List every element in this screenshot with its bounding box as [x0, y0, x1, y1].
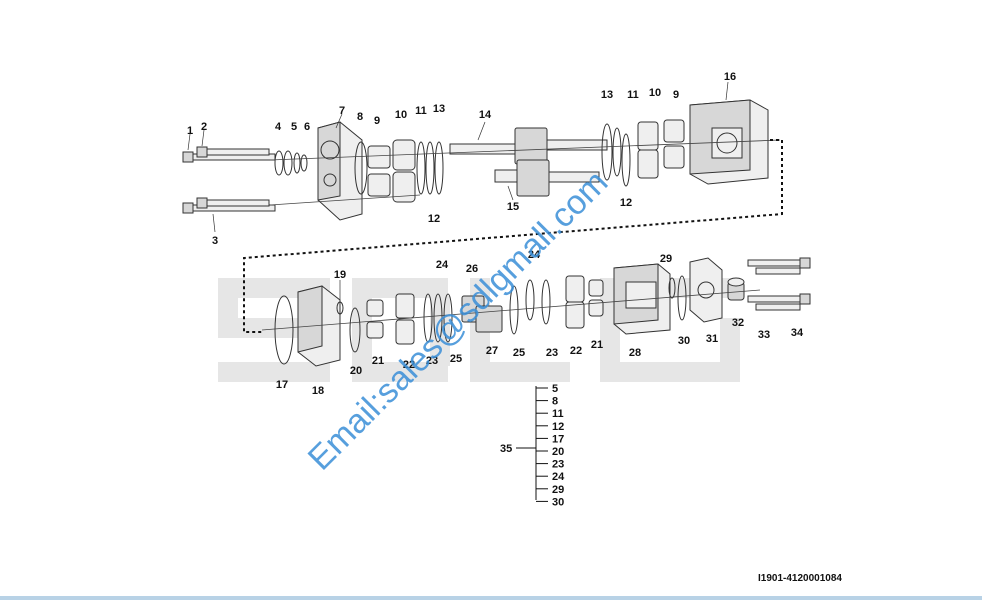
leader-lines — [187, 81, 729, 300]
part-label: 30 — [678, 335, 690, 347]
end-cover-31 — [689, 257, 723, 323]
part-label: 14 — [479, 109, 492, 121]
body-22-left — [395, 293, 415, 345]
part-label: 19 — [334, 269, 346, 281]
part-label: 22 — [570, 345, 582, 357]
part-label: 4 — [275, 121, 282, 133]
assembly-connector-line — [243, 139, 783, 333]
kit-item: 5 — [552, 383, 558, 395]
part-label: 8 — [357, 111, 363, 123]
kit-item: 29 — [552, 484, 564, 496]
part-label: 1 — [187, 125, 193, 137]
part-label: 16 — [724, 71, 736, 83]
bottom-bar — [0, 596, 982, 600]
part-label: 9 — [673, 89, 679, 101]
front-cover-7 — [317, 121, 363, 221]
part-label: 15 — [507, 201, 519, 213]
part-label: 20 — [350, 365, 362, 377]
bolt-1-2 — [182, 146, 276, 163]
kit-item: 17 — [552, 433, 564, 445]
part-label: 34 — [791, 327, 804, 339]
kit-item: 12 — [552, 421, 564, 433]
part-label: 31 — [706, 333, 718, 345]
kit-item: 20 — [552, 446, 564, 458]
kit-item: 8 — [552, 396, 558, 408]
bushing-9 — [367, 145, 391, 197]
part-label: 23 — [426, 355, 438, 367]
part-label: 2 — [201, 121, 207, 133]
ring-set-23-25-left — [423, 293, 453, 343]
kit-item: 24 — [552, 471, 565, 483]
part-label: 11 — [627, 89, 639, 101]
bolt-3 — [182, 197, 276, 214]
ring-20 — [349, 307, 361, 353]
ring-set-right — [601, 123, 631, 187]
valve-32 — [727, 277, 745, 301]
pump-housing-28 — [613, 263, 671, 335]
part-label: 29 — [660, 253, 672, 265]
part-label: 21 — [372, 355, 384, 367]
part-label: 3 — [212, 235, 218, 247]
part-label: 25 — [450, 353, 462, 365]
kit-item: 11 — [552, 408, 564, 420]
part-label: 7 — [339, 105, 345, 117]
kit-label: 35 — [500, 443, 512, 455]
gear-shaft-15 — [494, 159, 600, 197]
part-label: 26 — [466, 263, 478, 275]
bolt-33-34 — [747, 257, 811, 311]
bushing-21-left — [366, 299, 384, 339]
part-label: 17 — [276, 379, 288, 391]
kit-item: 30 — [552, 496, 564, 508]
body-bushing-right-lower — [565, 275, 604, 329]
seal-19 — [336, 301, 344, 315]
part-label: 28 — [629, 347, 641, 359]
part-label: 33 — [758, 329, 770, 341]
part-label: 12 — [620, 197, 632, 209]
seal-rings-4-6 — [274, 150, 308, 176]
part-label: 24 — [436, 259, 449, 271]
part-label: 6 — [304, 121, 310, 133]
body-bushing-right — [637, 119, 685, 179]
kit-item: 23 — [552, 459, 564, 471]
part-label: 11 — [415, 105, 427, 117]
ring-set-11-12-13 — [416, 141, 444, 195]
drive-shaft-14 — [449, 127, 608, 165]
part-label: 24 — [528, 249, 541, 261]
part-label: 25 — [513, 347, 525, 359]
ring-17 — [274, 295, 294, 365]
part-label: 9 — [374, 115, 380, 127]
gear-26-27 — [461, 295, 503, 333]
part-label: 13 — [601, 89, 613, 101]
ring-30 — [677, 275, 687, 321]
drawing-code: I1901-4120001084 — [758, 573, 842, 584]
part-label: 27 — [486, 345, 498, 357]
upper-assembly — [182, 99, 781, 221]
body-10 — [392, 139, 416, 203]
part-label: 10 — [395, 109, 407, 121]
part-label: 22 — [403, 359, 415, 371]
part-label: 10 — [649, 87, 661, 99]
kit-bracket-35 — [516, 386, 537, 500]
part-label: 18 — [312, 385, 324, 397]
rear-cover-18 — [297, 285, 341, 367]
part-label: 13 — [433, 103, 445, 115]
part-label: 5 — [291, 121, 297, 133]
ring-29 — [668, 277, 676, 299]
ring-8 — [354, 141, 368, 195]
part-label: 21 — [591, 339, 603, 351]
part-label: 32 — [732, 317, 744, 329]
part-label: 23 — [546, 347, 558, 359]
part-label: 12 — [428, 213, 440, 225]
lower-assembly — [261, 257, 811, 367]
